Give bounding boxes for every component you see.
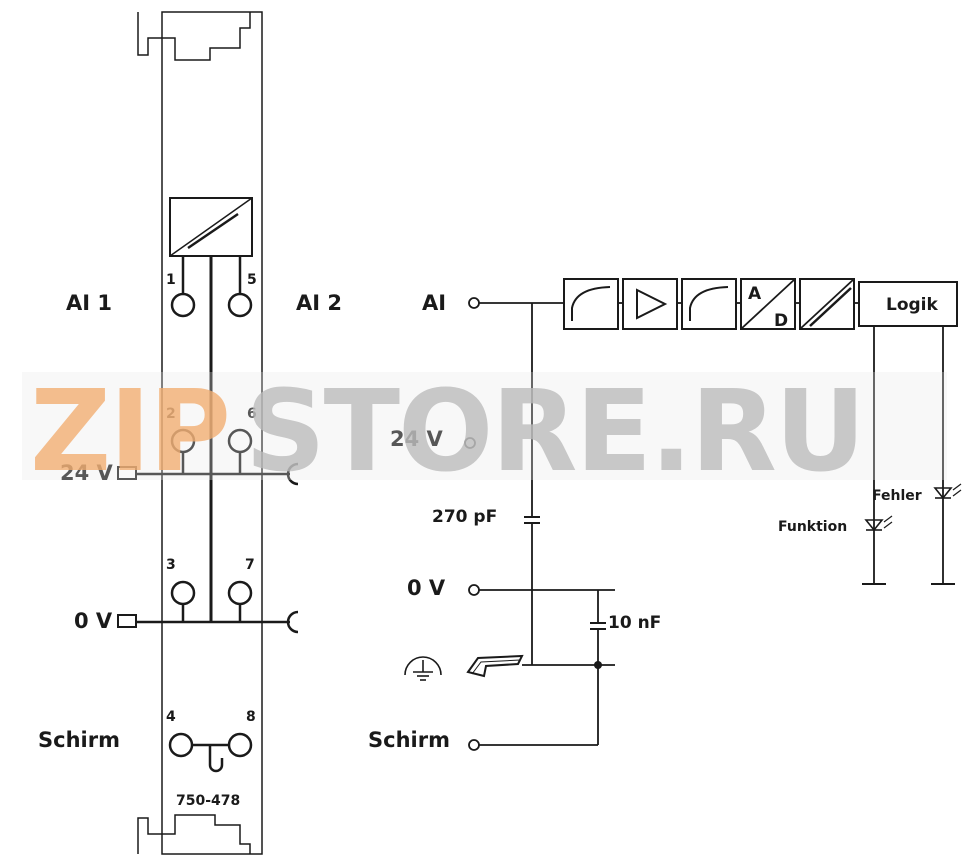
adc-label-a: A xyxy=(748,284,762,304)
label-funktion: Funktion xyxy=(778,519,847,535)
signal-schematic: A D Logik xyxy=(404,278,962,751)
amplifier-block xyxy=(622,278,678,330)
adc-block xyxy=(740,278,796,330)
label-ai-right: AI xyxy=(422,291,446,315)
label-0v-left: 0 V xyxy=(74,609,113,633)
shield-link xyxy=(208,745,224,773)
led-fehler-icon xyxy=(933,487,953,500)
logic-block xyxy=(858,281,958,327)
terminal-4 xyxy=(168,732,194,758)
amplifier-triangle-icon xyxy=(636,288,668,320)
terminal-3 xyxy=(170,580,196,606)
terminal-7 xyxy=(227,580,253,606)
earth-icon xyxy=(404,656,442,681)
led-funktion-icon xyxy=(864,519,884,532)
terminal-number-8: 8 xyxy=(246,709,256,725)
terminal-5 xyxy=(227,292,253,318)
filter-block-2 xyxy=(681,278,737,330)
watermark-store: STORE.RU xyxy=(245,367,864,497)
terminal-number-6: 6 xyxy=(247,406,257,422)
converter-diagonal xyxy=(169,197,253,257)
logic-label: Logik xyxy=(886,295,939,315)
terminal-8 xyxy=(227,732,253,758)
terminal-number-4: 4 xyxy=(166,709,176,725)
terminal-number-7: 7 xyxy=(245,557,255,573)
filter-curve-icon xyxy=(571,286,611,321)
junction-dot xyxy=(594,661,602,669)
terminal-number-1: 1 xyxy=(166,272,176,288)
terminal-module: 1 5 2 6 3 7 4 8 750-478 xyxy=(117,11,299,855)
terminal-number-2: 2 xyxy=(166,406,176,422)
din-rail-icon xyxy=(466,654,524,678)
label-ai2: AI 2 xyxy=(296,291,342,315)
converter-diagonal-inner xyxy=(187,212,239,250)
label-schirm-left: Schirm xyxy=(38,728,120,752)
ai-input-terminal xyxy=(468,297,480,309)
schirm-input-terminal xyxy=(468,739,480,751)
bus-0v-jumper xyxy=(286,610,299,634)
label-ai1: AI 1 xyxy=(66,291,112,315)
v24-input-terminal xyxy=(464,437,476,449)
part-number: 750-478 xyxy=(176,793,240,809)
label-270pf: 270 pF xyxy=(432,507,497,527)
terminal-number-5: 5 xyxy=(247,272,257,288)
label-fehler: Fehler xyxy=(872,488,922,504)
label-24v-right: 24 V xyxy=(390,427,444,451)
module-housing xyxy=(161,11,263,855)
adc-label-d: D xyxy=(774,311,788,331)
v0-input-terminal xyxy=(468,584,480,596)
filter-block-1 xyxy=(563,278,619,330)
terminal-1 xyxy=(170,292,196,318)
bus-0v-contact xyxy=(117,614,137,628)
label-10nf: 10 nF xyxy=(608,613,661,633)
filter-curve-icon-2 xyxy=(689,286,729,321)
label-schirm-right: Schirm xyxy=(368,728,450,752)
terminal-number-3: 3 xyxy=(166,557,176,573)
isolation-block xyxy=(799,278,855,330)
label-0v-right: 0 V xyxy=(407,576,446,600)
module-top-clip xyxy=(137,12,251,61)
label-24v-left: 24 V xyxy=(60,461,114,485)
watermark-zip: ZIP xyxy=(30,367,229,497)
watermark: ZIP STORE.RU xyxy=(22,367,947,497)
bus-24v-jumper xyxy=(286,462,299,486)
module-bottom-clip xyxy=(137,814,251,854)
